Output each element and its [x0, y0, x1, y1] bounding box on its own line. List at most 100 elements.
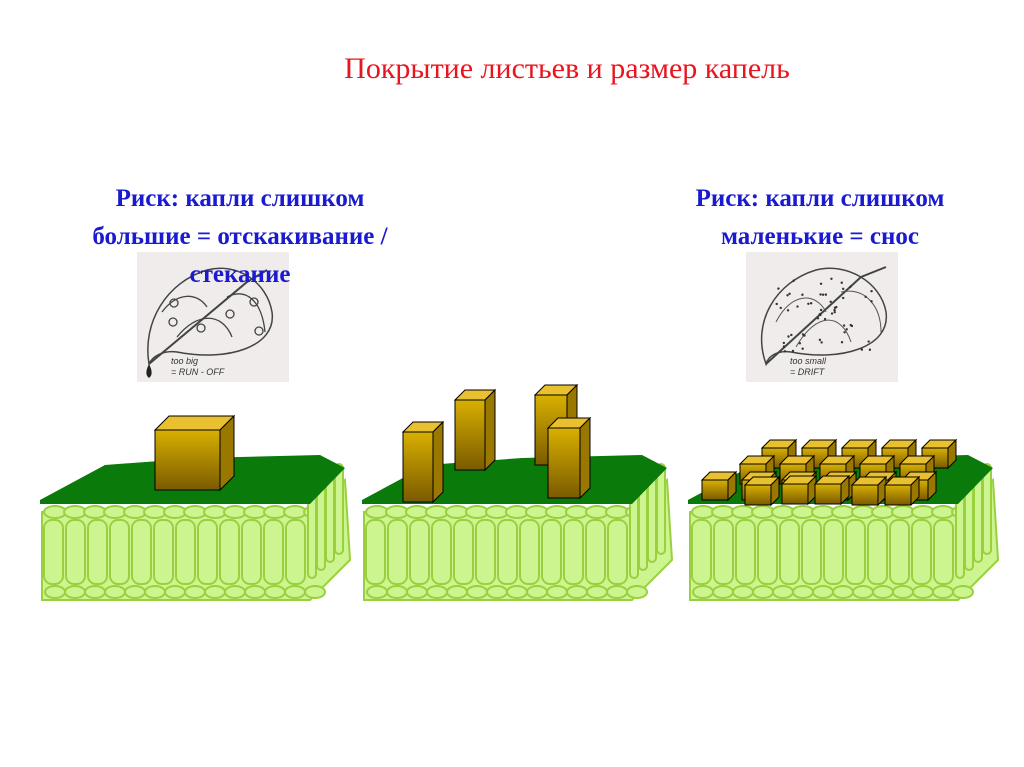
- cell: [406, 585, 428, 599]
- cell: [563, 519, 584, 585]
- cell: [409, 519, 430, 585]
- cell: [63, 505, 87, 519]
- cell: [304, 585, 326, 599]
- cell: [911, 505, 935, 519]
- cell: [104, 585, 126, 599]
- image-caption: = RUN - OFF: [171, 367, 225, 377]
- risk-line: большие = отскакивание /: [92, 223, 388, 250]
- cell: [811, 505, 835, 519]
- risk-line: стекание: [189, 261, 291, 288]
- cell: [546, 585, 568, 599]
- cell: [144, 585, 166, 599]
- cell: [541, 519, 562, 585]
- cell: [475, 519, 496, 585]
- cell: [891, 505, 915, 519]
- risk-line: Риск: капли слишком: [695, 185, 945, 212]
- risk-large-droplets-text: Риск: капли слишком большие = отскакиван…: [20, 180, 460, 294]
- cell: [43, 505, 67, 519]
- cell: [241, 519, 262, 585]
- cell: [889, 519, 910, 585]
- cell: [691, 519, 712, 585]
- cell: [164, 585, 186, 599]
- cell: [585, 519, 606, 585]
- cell: [656, 463, 666, 555]
- cell: [64, 585, 86, 599]
- cell: [952, 585, 974, 599]
- cell: [911, 519, 932, 585]
- cell: [605, 505, 629, 519]
- droplet-front: [781, 483, 809, 505]
- droplet-front: [454, 399, 486, 471]
- cell: [812, 585, 834, 599]
- leaf-large-droplets-image: too big = RUN - OFF: [137, 252, 289, 382]
- cell: [223, 505, 247, 519]
- risk-small-droplets-text: Риск: капли слишком маленькие = снос: [630, 180, 1010, 256]
- cell: [203, 505, 227, 519]
- cell: [285, 519, 306, 585]
- cell: [109, 519, 130, 585]
- leaf-small-droplets-image: too small = DRIFT: [746, 252, 898, 382]
- cell: [486, 585, 508, 599]
- cell: [263, 519, 284, 585]
- cell: [792, 585, 814, 599]
- cell: [204, 585, 226, 599]
- cell: [851, 505, 875, 519]
- cell: [506, 585, 528, 599]
- cell: [485, 505, 509, 519]
- cell: [244, 585, 266, 599]
- cell: [366, 585, 388, 599]
- cell: [426, 585, 448, 599]
- leaf-drawing-icon: [760, 266, 887, 367]
- droplet-front: [851, 484, 879, 506]
- cell: [264, 585, 286, 599]
- cell: [219, 519, 240, 585]
- cell: [365, 505, 389, 519]
- cell: [732, 585, 754, 599]
- cell: [931, 505, 955, 519]
- cell: [143, 505, 167, 519]
- cell: [103, 505, 127, 519]
- cell: [606, 585, 628, 599]
- cell: [453, 519, 474, 585]
- cell: [87, 519, 108, 585]
- cell: [757, 519, 778, 585]
- droplet-front: [884, 484, 912, 506]
- cell: [431, 519, 452, 585]
- cell: [224, 585, 246, 599]
- cell: [184, 585, 206, 599]
- droplet-front: [154, 429, 221, 491]
- cell: [791, 505, 815, 519]
- cell: [751, 505, 775, 519]
- cell: [831, 505, 855, 519]
- cell: [566, 585, 588, 599]
- droplet-front: [402, 431, 434, 503]
- cell: [752, 585, 774, 599]
- cell: [912, 585, 934, 599]
- cell: [243, 505, 267, 519]
- cell: [153, 519, 174, 585]
- cell: [626, 585, 648, 599]
- cell: [691, 505, 715, 519]
- cell: [197, 519, 218, 585]
- droplet-front: [814, 483, 842, 505]
- cell: [175, 519, 196, 585]
- image-caption: = DRIFT: [790, 367, 825, 377]
- cell: [44, 585, 66, 599]
- cell: [525, 505, 549, 519]
- image-caption: too big: [171, 356, 199, 366]
- leaf-section-3: [688, 438, 1000, 601]
- cell: [711, 505, 735, 519]
- leaf-section-2: [362, 383, 674, 601]
- droplet-front: [547, 427, 581, 499]
- cell: [263, 505, 287, 519]
- cell: [183, 505, 207, 519]
- cell: [505, 505, 529, 519]
- cell: [284, 585, 306, 599]
- cell: [387, 519, 408, 585]
- leaf-drawing-icon: [146, 267, 273, 378]
- cell: [832, 585, 854, 599]
- cell: [445, 505, 469, 519]
- cell: [871, 505, 895, 519]
- slide-title: Покрытие листьев и размер капель: [344, 52, 790, 85]
- cell: [565, 505, 589, 519]
